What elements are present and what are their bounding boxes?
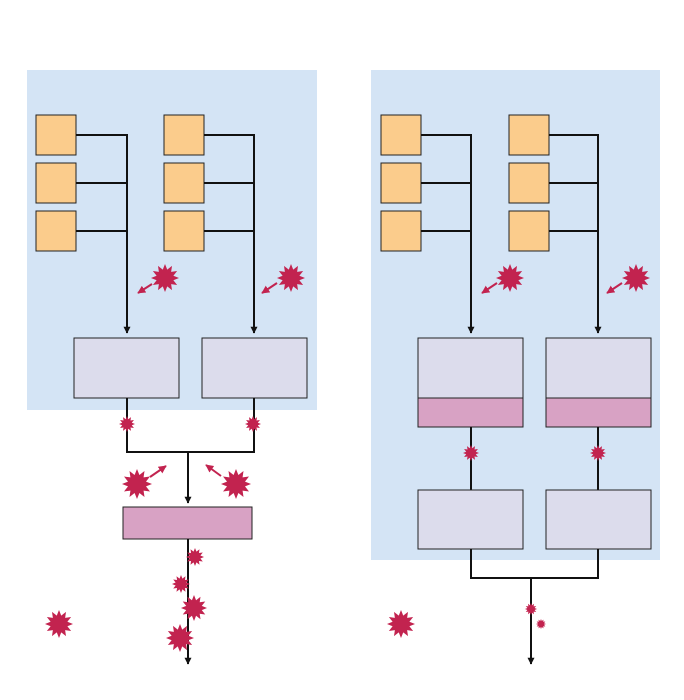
- right-diagram: [371, 70, 660, 665]
- source-box: [35, 114, 77, 156]
- starburst-icon: [525, 603, 537, 615]
- right-unit-c: [417, 489, 524, 550]
- source-box: [163, 114, 205, 156]
- right-source-group-a: [380, 114, 475, 334]
- starburst-icon: [221, 469, 251, 499]
- right-unit-b-band: [545, 397, 652, 428]
- source-box: [163, 162, 205, 204]
- left-diagram: [27, 70, 317, 665]
- left-source-group-a: [35, 114, 131, 334]
- burst-arrow: [261, 282, 278, 294]
- starburst-icon: [119, 416, 135, 432]
- burst-arrow: [137, 283, 153, 294]
- source-box: [163, 210, 205, 252]
- starburst-icon: [245, 416, 261, 432]
- left-output-band: [122, 506, 253, 540]
- starburst-icon: [45, 610, 73, 638]
- source-box: [35, 210, 77, 252]
- source-box: [380, 210, 422, 252]
- source-box: [380, 114, 422, 156]
- burst-arrow: [481, 282, 498, 294]
- starburst-icon: [536, 619, 546, 629]
- left-unit-a: [73, 337, 180, 399]
- starburst-icon: [181, 595, 207, 621]
- right-unit-a: [417, 337, 524, 399]
- right-unit-b: [545, 337, 652, 399]
- burst-arrow: [149, 465, 167, 478]
- left-unit-b: [201, 337, 308, 399]
- right-unit-a-band: [417, 397, 524, 428]
- source-box: [508, 114, 550, 156]
- source-box: [508, 162, 550, 204]
- source-box: [380, 162, 422, 204]
- right-unit-d: [545, 489, 652, 550]
- source-box: [35, 162, 77, 204]
- source-box: [508, 210, 550, 252]
- right-source-group-b: [508, 114, 602, 334]
- starburst-icon: [387, 610, 415, 638]
- burst-arrow: [205, 464, 222, 477]
- burst-arrow: [606, 282, 623, 294]
- left-source-group-b: [163, 114, 258, 334]
- starburst-icon: [166, 624, 194, 652]
- starburst-icon: [122, 469, 152, 499]
